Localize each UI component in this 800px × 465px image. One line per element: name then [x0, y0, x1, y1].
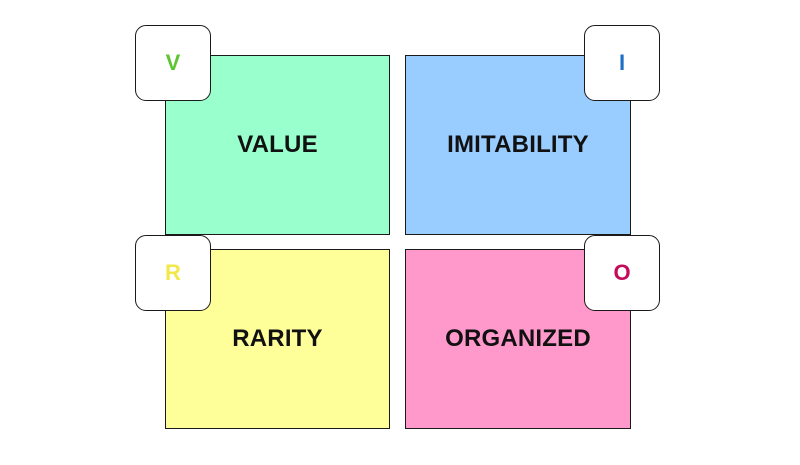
badge-r: R	[135, 235, 211, 311]
badge-r-letter: R	[165, 260, 181, 285]
badge-v: V	[135, 25, 211, 101]
badge-i-letter: I	[618, 50, 626, 75]
badge-i: I	[584, 25, 660, 101]
quadrant-imitability-label: IMITABILITY	[447, 131, 589, 158]
badge-v-letter: V	[165, 50, 181, 75]
quadrant-rarity-label: RARITY	[232, 325, 323, 352]
quadrant-imitability: IMITABILITY	[405, 55, 631, 235]
badge-o: O	[584, 235, 660, 311]
badge-o-letter: O	[613, 260, 631, 285]
quadrant-organized-label: ORGANIZED	[445, 325, 591, 352]
quadrant-value-label: VALUE	[237, 131, 318, 158]
